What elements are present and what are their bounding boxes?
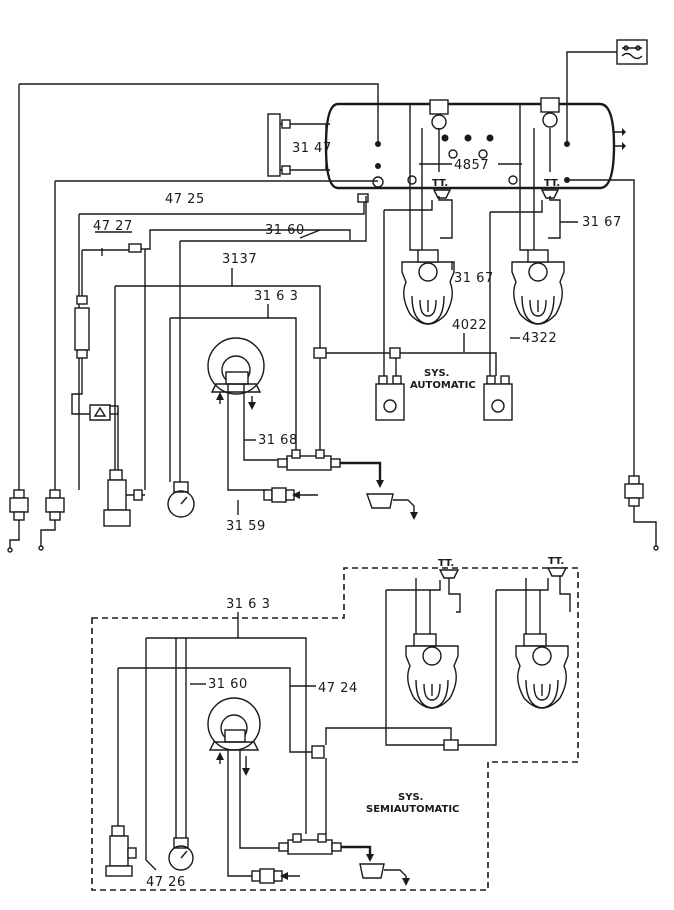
pressure-switch-right-icon xyxy=(624,475,659,551)
distributor-manifold-bottom xyxy=(278,833,342,855)
label-3137: 3137 xyxy=(222,252,257,267)
tt-label-4: TT. xyxy=(548,556,564,567)
pressure-switch-second-icon xyxy=(38,489,65,551)
label-3163-top: 31 6 3 xyxy=(254,289,298,304)
brew-group-1-icon xyxy=(401,104,455,325)
semiautomatic-boundary xyxy=(91,567,579,891)
tt-label-1: TT. xyxy=(432,178,448,189)
brew-group-3-icon xyxy=(386,578,461,709)
drain-cup-icon xyxy=(366,493,418,520)
pressurestat-icon xyxy=(616,39,648,65)
label-4725: 47 25 xyxy=(165,192,205,207)
tt-label-3: TT. xyxy=(438,558,454,569)
pump-motor-bottom-icon xyxy=(207,697,288,877)
pressure-switch-left-icon xyxy=(7,489,29,553)
inlet-valve-bottom-icon xyxy=(251,868,300,884)
sys-semiautomatic-line2: SEMIAUTOMATIC xyxy=(366,804,459,815)
sys-semiautomatic-line1: SYS. xyxy=(398,792,423,803)
label-3160-bottom: 31 60 xyxy=(208,677,248,692)
label-4322: 4322 xyxy=(522,331,557,346)
label-3168: 31 68 xyxy=(258,433,298,448)
heating-element-icon xyxy=(103,469,145,527)
pressure-gauge-bottom-icon xyxy=(168,837,194,871)
label-3159: 31 59 xyxy=(226,519,266,534)
drain-cup-bottom-icon xyxy=(359,863,410,886)
sys-automatic-line1: SYS. xyxy=(424,368,449,379)
label-4724: 47 24 xyxy=(318,681,358,696)
pressure-gauge-icon xyxy=(167,481,195,518)
label-3163-bottom: 31 6 3 xyxy=(226,597,270,612)
label-4727: 47 27 xyxy=(93,219,133,234)
label-4726: 47 26 xyxy=(146,875,186,890)
tt-label-2: TT. xyxy=(544,178,560,189)
label-3160-top: 31 60 xyxy=(265,223,305,238)
water-filter-icon xyxy=(71,250,119,421)
solenoid-valve-2-icon xyxy=(483,375,513,421)
label-4022: 4022 xyxy=(452,318,487,333)
inlet-valve-icon xyxy=(263,487,318,503)
label-3147: 31 47 xyxy=(292,141,332,156)
heating-element-bottom-icon xyxy=(105,825,137,877)
solenoid-valve-1-icon xyxy=(375,375,405,421)
label-4857: 4857 xyxy=(454,158,489,173)
pump-motor-icon xyxy=(207,337,290,491)
distributor-manifold xyxy=(277,356,341,471)
brew-group-4-icon xyxy=(496,576,571,709)
sys-automatic-line2: AUTOMATIC xyxy=(410,380,476,391)
label-3167-left: 31 67 xyxy=(454,271,494,286)
label-3167-right: 31 67 xyxy=(582,215,622,230)
brew-group-2-icon xyxy=(511,104,565,325)
water-level-gauge xyxy=(267,113,330,177)
boiler-tank xyxy=(324,97,626,190)
